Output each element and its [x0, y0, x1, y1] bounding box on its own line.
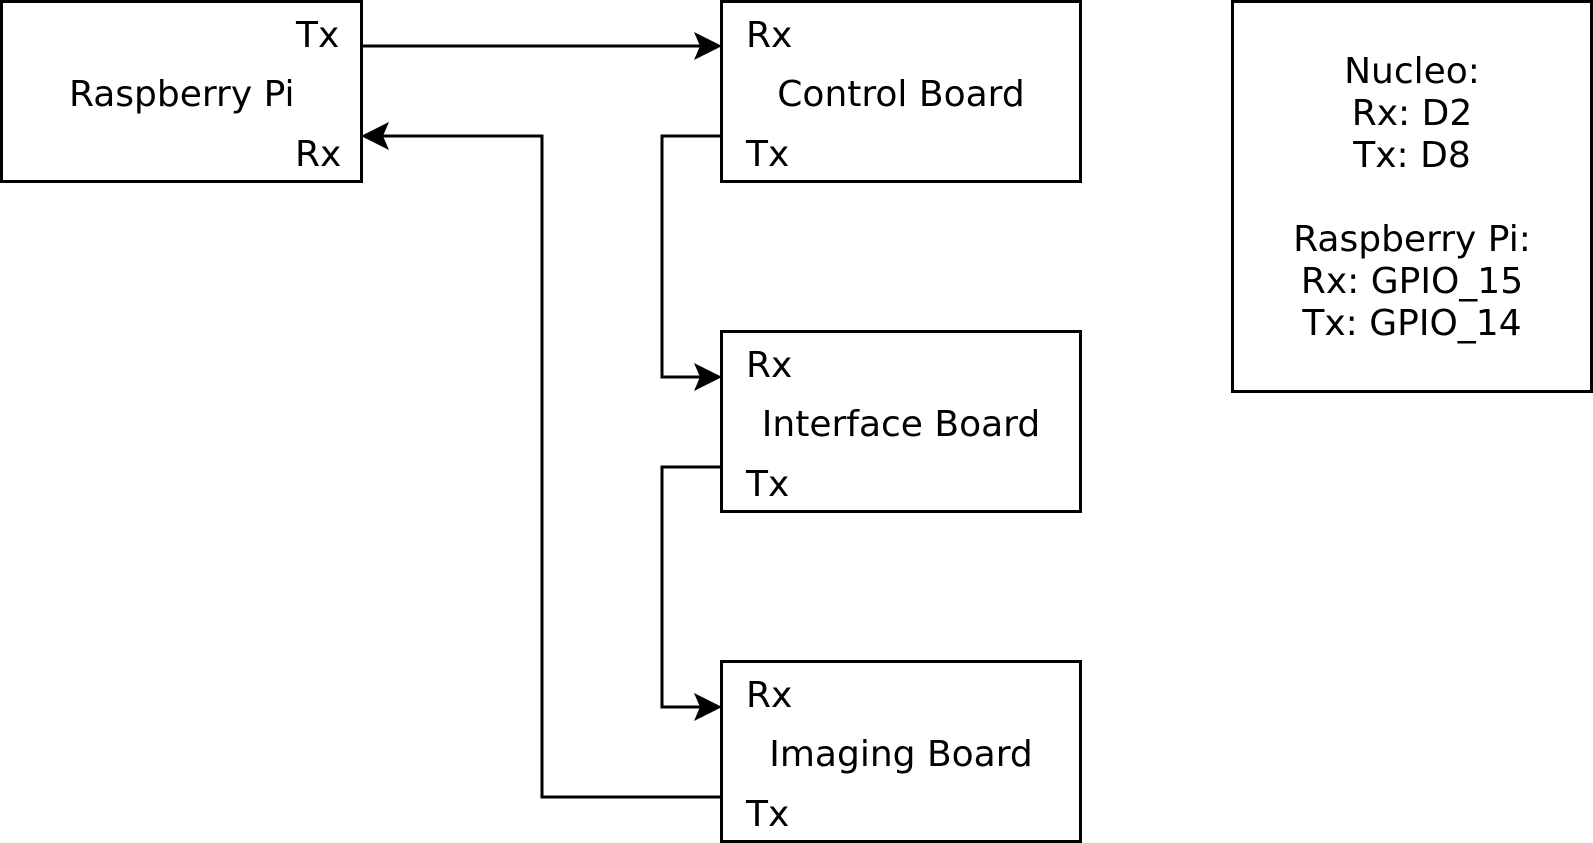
- interface-board-title: Interface Board: [761, 404, 1041, 445]
- imaging-board-tx-label: Tx: [746, 794, 790, 835]
- imaging-board-rx-label: Rx: [746, 675, 793, 716]
- control-board-title: Control Board: [777, 74, 1025, 115]
- note-line: Rx: GPIO_15: [1300, 261, 1524, 302]
- imaging-board-node: Rx Imaging Board Tx: [720, 660, 1082, 843]
- note-line: Tx: GPIO_14: [1302, 303, 1522, 344]
- raspberry-pi-title: Raspberry Pi: [69, 74, 295, 115]
- interface-board-node: Rx Interface Board Tx: [720, 330, 1082, 513]
- control-board-rx-label: Rx: [746, 15, 793, 56]
- edge-pi-tx-to-control-rx: [361, 32, 722, 60]
- note-line: [1234, 177, 1590, 219]
- control-board-tx-label: Tx: [746, 134, 790, 175]
- imaging-board-title: Imaging Board: [769, 734, 1033, 775]
- note-line: Nucleo:: [1344, 51, 1480, 92]
- note-line: Raspberry Pi:: [1293, 219, 1531, 260]
- pin-assignment-note: Nucleo: Rx: D2 Tx: D8 Raspberry Pi: Rx: …: [1231, 0, 1593, 393]
- pin-assignment-text: Nucleo: Rx: D2 Tx: D8 Raspberry Pi: Rx: …: [1234, 51, 1590, 345]
- raspberry-pi-node: Tx Raspberry Pi Rx: [0, 0, 363, 183]
- interface-board-rx-label: Rx: [746, 345, 793, 386]
- control-board-node: Rx Control Board Tx: [720, 0, 1082, 183]
- interface-board-tx-label: Tx: [746, 464, 790, 505]
- raspberry-pi-tx-label: Tx: [296, 15, 340, 56]
- edge-control-tx-to-interface-rx: [660, 134, 722, 391]
- edge-imaging-tx-to-pi-rx: [361, 122, 722, 799]
- edge-interface-tx-to-imaging-rx: [660, 465, 722, 721]
- raspberry-pi-rx-label: Rx: [295, 134, 342, 175]
- note-line: Tx: D8: [1353, 135, 1471, 176]
- note-line: Rx: D2: [1351, 93, 1473, 134]
